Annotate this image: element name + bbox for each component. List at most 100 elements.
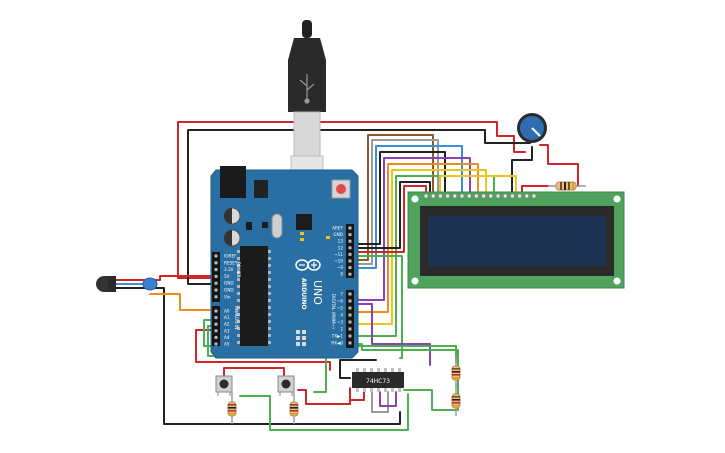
header-pin[interactable] [214, 268, 218, 272]
lcd-pin[interactable] [423, 193, 429, 199]
resistor [451, 356, 461, 388]
lcd-pin[interactable] [531, 193, 537, 199]
lcd-pin[interactable] [502, 193, 508, 199]
chip-pin [384, 368, 387, 372]
chip-pin [370, 388, 373, 392]
pin-label: GND [333, 232, 343, 237]
lcd-pin[interactable] [438, 193, 443, 199]
chip-pin [384, 388, 387, 392]
lcd-pin[interactable] [524, 193, 530, 199]
lcd-pin[interactable] [459, 193, 465, 199]
usb-connector-metal [293, 111, 321, 157]
header-pin[interactable] [348, 334, 352, 338]
header-pin[interactable] [214, 254, 218, 258]
wire-blue [357, 145, 463, 269]
chip-pin [398, 388, 401, 392]
mcu-pin [237, 264, 240, 267]
model-label: UNO [311, 280, 324, 305]
mcu-pin [237, 306, 240, 309]
header-pin[interactable] [214, 261, 218, 265]
header-pin[interactable] [214, 295, 218, 299]
wire-orange-lcd [357, 163, 479, 313]
potentiometer[interactable] [517, 113, 547, 143]
pin-label: A3 [224, 328, 230, 333]
header-pin[interactable] [214, 316, 218, 320]
wires [114, 121, 579, 431]
pin-label: RESET [224, 260, 238, 265]
lcd-screen [428, 216, 606, 266]
reset-button[interactable] [336, 184, 346, 194]
wire-red-btn [223, 367, 285, 377]
power-header-title: POWER [236, 262, 241, 278]
header-pin[interactable] [348, 226, 352, 230]
header-pin[interactable] [348, 272, 352, 276]
icsp-pin [296, 342, 300, 346]
push-button-1[interactable] [215, 375, 233, 396]
header-pin[interactable] [348, 233, 352, 237]
sensor-flat [108, 276, 116, 292]
lcd-pin[interactable] [517, 193, 522, 199]
lcd-pin[interactable] [445, 193, 450, 199]
header-pin[interactable] [348, 320, 352, 324]
chip-pin [391, 388, 394, 392]
header-pin[interactable] [348, 299, 352, 303]
pin-label: A1 [224, 315, 230, 320]
push-button-2[interactable] [277, 375, 295, 396]
mcu-pin [268, 271, 271, 274]
analog-header-pins [214, 309, 218, 346]
lcd-pins [423, 193, 537, 199]
mcu-pin [237, 257, 240, 260]
mcu-pin [268, 320, 271, 323]
lcd-pin[interactable] [481, 193, 486, 199]
header-pin[interactable] [214, 288, 218, 292]
header-pin[interactable] [348, 239, 352, 243]
lcd-pin[interactable] [495, 193, 501, 199]
potentiometer-indicator [531, 127, 541, 137]
lcd-pin[interactable] [488, 193, 494, 199]
header-pin[interactable] [214, 329, 218, 333]
header-pin[interactable] [348, 327, 352, 331]
header-pin[interactable] [214, 281, 218, 285]
header-pin[interactable] [348, 341, 352, 345]
header-pin[interactable] [214, 342, 218, 346]
capacitor-1-mark [224, 208, 232, 224]
lcd-pin[interactable] [430, 193, 436, 199]
chip-pin [363, 388, 366, 392]
mcu-pin [237, 341, 240, 344]
pin-label: ~11 [334, 252, 343, 257]
pin-label: GND [224, 288, 234, 293]
wire-green-chip3 [403, 371, 459, 411]
header-pin[interactable] [214, 309, 218, 313]
icsp-pin [302, 330, 306, 334]
chip-pin [363, 368, 366, 372]
lcd-pin[interactable] [510, 193, 515, 199]
header-pin[interactable] [348, 266, 352, 270]
analog-header [212, 306, 220, 346]
mcu-pin [237, 250, 240, 253]
pin-label: RX◀0 [331, 341, 343, 346]
pin-label: ~9 [337, 265, 344, 270]
wire-green-res [439, 345, 457, 363]
header-pin[interactable] [348, 306, 352, 310]
header-pin[interactable] [348, 252, 352, 256]
header-pin[interactable] [214, 274, 218, 278]
header-pin[interactable] [214, 335, 218, 339]
header-pin[interactable] [348, 292, 352, 296]
wire-gray-chip [371, 391, 389, 413]
led-l [326, 236, 330, 239]
header-pin[interactable] [348, 313, 352, 317]
lcd-pin[interactable] [452, 193, 458, 199]
icsp-pin [302, 336, 306, 340]
header-pin[interactable] [348, 246, 352, 250]
header-pin[interactable] [348, 259, 352, 263]
pin-label: ~3 [337, 320, 344, 325]
lcd-pin[interactable] [466, 193, 472, 199]
chip-pin [391, 368, 394, 372]
resistor-lcd [548, 181, 586, 191]
header-pin[interactable] [214, 322, 218, 326]
lcd-pin[interactable] [474, 193, 479, 199]
mcu-pin [268, 299, 271, 302]
